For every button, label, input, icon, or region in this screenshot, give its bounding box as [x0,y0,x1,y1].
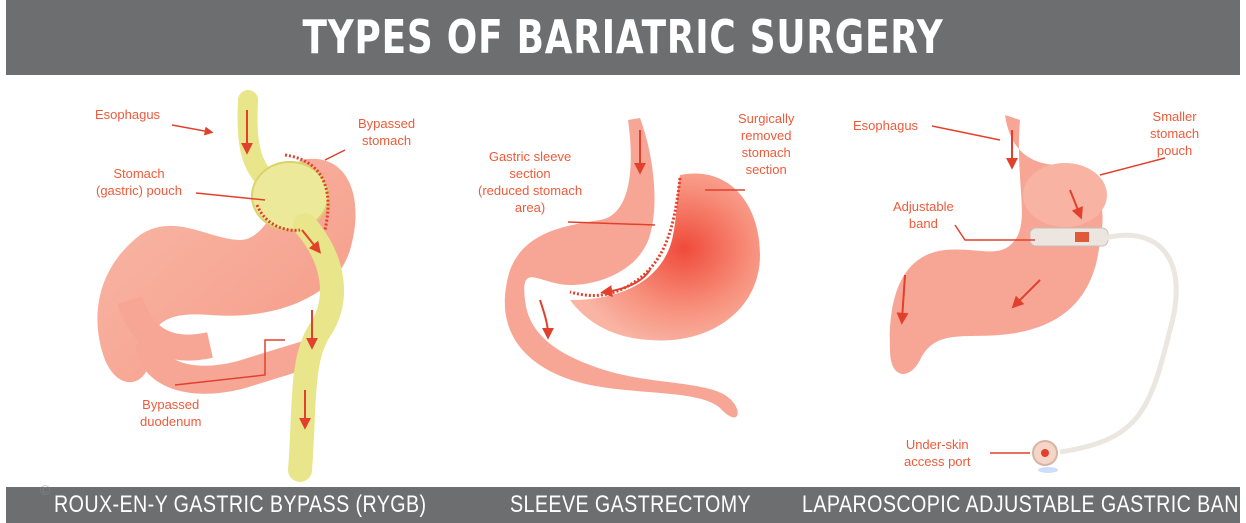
label-gastric-pouch: Stomach (gastric) pouch [96,165,182,199]
rygb-diagram [97,100,355,470]
esophagus [248,100,262,175]
copyright-watermark: © [40,482,50,498]
label-access-port: Under-skin access port [904,436,970,470]
caption-sleeve: SLEEVE GASTRECTOMY [510,490,751,520]
adjustable-band [1030,228,1108,246]
caption-banding: LAPAROSCOPIC ADJUSTABLE GASTRIC BANDING [802,490,1246,520]
banding-diagram [890,115,1176,473]
label-adjustable-band: Adjustable band [893,198,954,232]
caption-rygb: ROUX-EN-Y GASTRIC BYPASS (RYGB) [54,490,426,520]
small-stomach-pouch [1023,163,1107,227]
label-esophagus-rygb: Esophagus [95,106,160,123]
label-bypassed-stomach: Bypassed stomach [358,115,415,149]
label-bypassed-duodenum: Bypassed duodenum [140,396,201,430]
label-removed-section: Surgically removed stomach section [738,110,794,178]
label-smaller-pouch: Smaller stomach pouch [1150,108,1199,159]
label-gastric-sleeve: Gastric sleeve section (reduced stomach … [478,148,582,216]
label-esophagus-banding: Esophagus [853,117,918,134]
